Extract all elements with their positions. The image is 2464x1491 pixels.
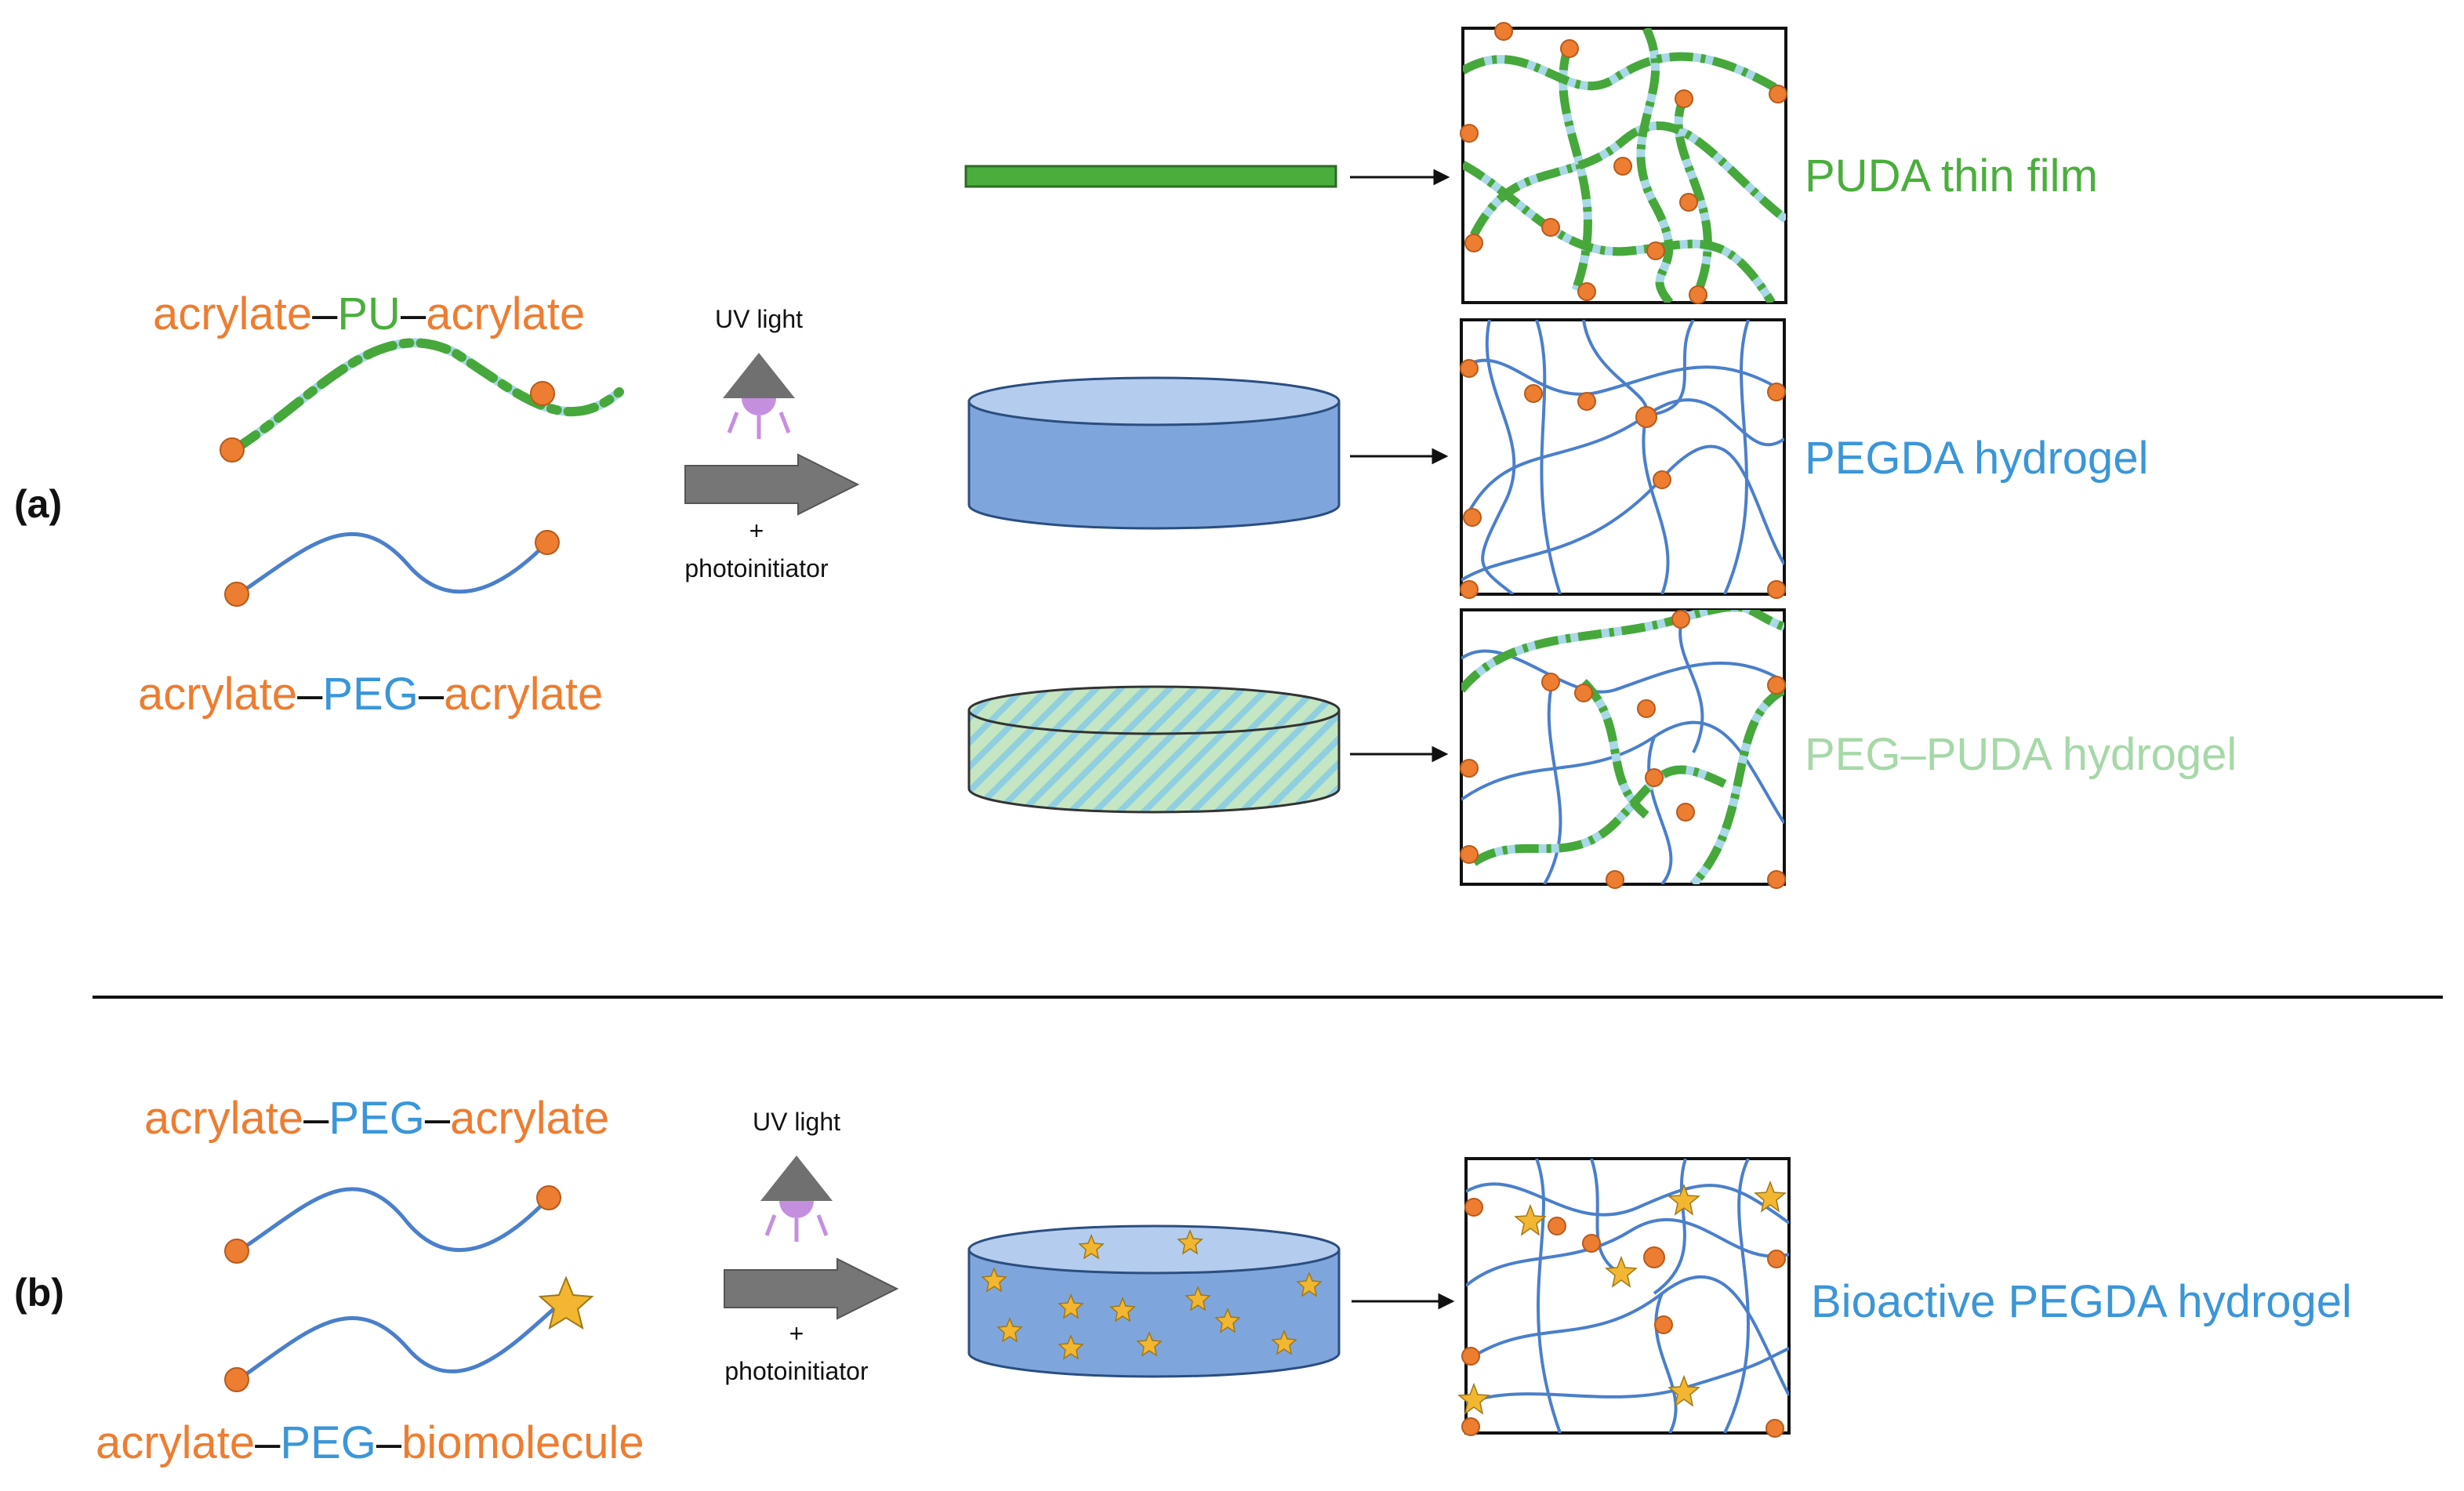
product-label-puda-thin-film: PUDA thin film — [1805, 151, 2098, 201]
bioactive-network-box — [1457, 1157, 1791, 1438]
monomer-peg-label: acrylate–PEG–acrylate — [144, 1093, 609, 1144]
peg-text: PEG — [322, 669, 419, 720]
process-arrow — [724, 1257, 899, 1320]
photoinitiator-label: photoinitiator — [724, 1357, 869, 1385]
pegda-hydrogel-disc — [967, 376, 1341, 530]
acrylate-node — [536, 1185, 561, 1210]
acrylate-node — [220, 437, 245, 463]
dash-text: – — [255, 1417, 281, 1468]
peg-puda-hydrogel-disc — [967, 685, 1341, 814]
peg-chain — [224, 530, 560, 607]
peg-text: PEG — [328, 1093, 425, 1144]
dash-text: – — [376, 1417, 402, 1468]
product-label-pegda-hydrogel: PEGDA hydrogel — [1805, 433, 2148, 484]
network-star-icons — [1457, 1180, 1787, 1415]
acrylate-text: acrylate — [153, 288, 312, 339]
acrylate-text: acrylate — [144, 1093, 303, 1144]
peg-puda-network-box — [1460, 608, 1786, 889]
acrylate-node — [530, 381, 555, 406]
peg-biomolecule-chain — [224, 1275, 594, 1392]
acrylate-node — [224, 1367, 249, 1392]
uv-lamp-icon — [723, 353, 795, 439]
biomolecule-text: biomolecule — [401, 1417, 644, 1468]
monomer-pu-label: acrylate–PU–acrylate — [153, 288, 585, 339]
panel-b-label: (b) — [14, 1271, 64, 1315]
acrylate-text: acrylate — [426, 288, 585, 339]
acrylate-text: acrylate — [444, 669, 603, 720]
monomer-peg-label: acrylate–PEG–acrylate — [138, 669, 603, 720]
puda-thin-film — [964, 165, 1337, 188]
monomer-biomolecule-label: acrylate–PEG–biomolecule — [96, 1417, 644, 1468]
embedded-star-icons — [981, 1228, 1323, 1360]
bioactive-hydrogel-disc — [967, 1224, 1341, 1378]
pegda-network-box — [1460, 318, 1786, 599]
biomolecule-star-icon — [538, 1275, 594, 1330]
uv-lamp-icon — [760, 1155, 833, 1242]
acrylate-node — [224, 1239, 249, 1264]
acrylate-text: acrylate — [96, 1417, 255, 1468]
plus-label: + — [789, 1319, 804, 1348]
acrylate-node — [224, 582, 249, 607]
pu-text: PU — [337, 288, 401, 339]
peg-chain — [224, 1185, 561, 1264]
pu-chain — [220, 338, 624, 463]
arrow-to-network — [1350, 169, 1450, 763]
dash-text: – — [312, 288, 338, 339]
product-label-bioactive-pegda-hydrogel: Bioactive PEGDA hydrogel — [1811, 1276, 2352, 1327]
process-arrow — [684, 453, 860, 516]
dash-text: – — [425, 1093, 451, 1144]
panel-a-label: (a) — [14, 482, 62, 526]
product-label-peg-puda-hydrogel: PEG–PUDA hydrogel — [1805, 729, 2237, 780]
uv-light-label: UV light — [715, 305, 803, 333]
acrylate-text: acrylate — [138, 669, 297, 720]
acrylate-node — [535, 530, 560, 555]
acrylate-text: acrylate — [450, 1093, 609, 1144]
dash-text: – — [419, 669, 445, 720]
dash-text: – — [303, 1093, 329, 1144]
peg-text: PEG — [280, 1417, 376, 1468]
arrow-to-network — [1352, 1293, 1455, 1310]
dash-text: – — [297, 669, 323, 720]
dash-text: – — [401, 288, 426, 339]
plus-label: + — [749, 517, 764, 545]
photoinitiator-label: photoinitiator — [684, 554, 829, 582]
uv-light-label: UV light — [753, 1108, 840, 1136]
puda-network-box — [1460, 22, 1787, 304]
